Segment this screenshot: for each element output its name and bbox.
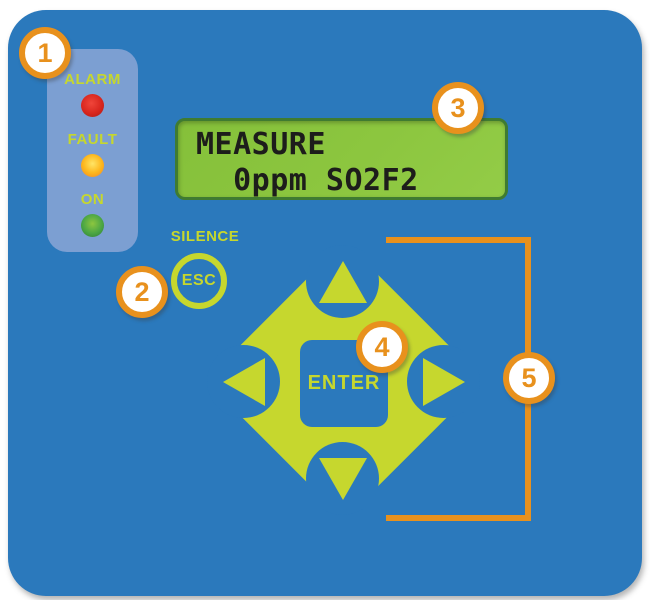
fault-label: FAULT — [67, 131, 118, 148]
alarm-led-icon — [81, 94, 104, 117]
callout-5: 5 — [503, 352, 555, 404]
fault-led-icon — [81, 154, 104, 177]
up-arrow-button[interactable] — [306, 245, 379, 318]
on-led-icon — [81, 214, 104, 237]
device-panel: ALARM FAULT ON MEASURE 0ppm SO2F2 SILENC… — [8, 10, 642, 596]
lcd-line-1: MEASURE — [196, 127, 326, 162]
left-arrow-icon — [222, 357, 265, 406]
callout-1: 1 — [19, 27, 71, 79]
enter-button[interactable]: ENTER — [300, 340, 388, 427]
down-arrow-icon — [318, 457, 367, 500]
left-arrow-button[interactable] — [207, 345, 280, 418]
up-arrow-icon — [318, 260, 367, 303]
right-arrow-button[interactable] — [407, 345, 480, 418]
silence-label: SILENCE — [170, 228, 240, 245]
lcd-line-2: 0ppm SO2F2 — [196, 163, 419, 198]
callout-3: 3 — [432, 82, 484, 134]
callout-4: 4 — [356, 321, 408, 373]
status-led-panel: ALARM FAULT ON — [47, 49, 138, 252]
callout-2: 2 — [116, 266, 168, 318]
on-label: ON — [80, 191, 105, 208]
right-arrow-icon — [422, 357, 465, 406]
esc-button[interactable]: ESC — [171, 253, 227, 309]
alarm-label: ALARM — [64, 71, 121, 88]
down-arrow-button[interactable] — [306, 442, 379, 515]
